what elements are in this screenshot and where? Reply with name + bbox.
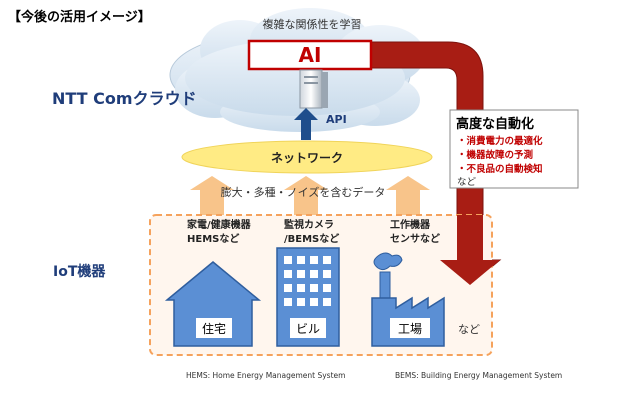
iot-label: IoT機器 xyxy=(53,263,106,280)
ai-box xyxy=(247,39,373,71)
footnote-bems: BEMS: Building Energy Management System xyxy=(395,371,562,380)
office-building-icon xyxy=(276,247,340,347)
iot-etc: など xyxy=(458,323,480,336)
footnote-hems: HEMS: Home Energy Management System xyxy=(186,371,345,380)
api-label: API xyxy=(326,113,347,126)
source-label: 工作機器 xyxy=(390,218,431,231)
advanced-item: ・不良品の自動検知 xyxy=(457,163,543,175)
source-label: センサなど xyxy=(390,232,440,245)
data-arrow-right xyxy=(386,176,430,215)
building-label: 住宅 xyxy=(202,321,226,336)
network-label: ネットワーク xyxy=(271,151,343,165)
red-arrow-tip xyxy=(440,215,500,285)
advanced-box xyxy=(449,109,579,189)
advanced-item: ・消費電力の最適化 xyxy=(457,135,543,147)
factory-icon xyxy=(371,252,445,347)
data-arrow-center xyxy=(284,176,328,215)
advanced-title: 高度な自動化 xyxy=(456,116,534,132)
server-icon xyxy=(299,69,328,109)
header-title: 【今後の活用イメージ】 xyxy=(8,9,151,25)
advanced-suffix: など xyxy=(457,177,477,188)
source-label: 家電/健康機器 xyxy=(187,218,252,231)
cloud-name: NTT Comクラウド xyxy=(52,89,197,108)
source-label: HEMSなど xyxy=(187,232,239,245)
cloud-caption: 複雑な関係性を学習 xyxy=(263,17,362,31)
data-caption: 膨大・多種・ノイズを含むデータ xyxy=(221,185,386,199)
source-label: /BEMSなど xyxy=(284,232,339,245)
source-label: 監視カメラ xyxy=(284,218,334,231)
ai-label: AI xyxy=(299,43,322,67)
data-arrow-left xyxy=(190,176,234,215)
building-label: 工場 xyxy=(398,322,422,336)
house-icon xyxy=(164,261,262,347)
building-label: ビル xyxy=(296,322,320,336)
advanced-item: ・機器故障の予測 xyxy=(457,149,533,161)
network-ellipse xyxy=(181,140,433,174)
api-arrow xyxy=(294,108,318,140)
